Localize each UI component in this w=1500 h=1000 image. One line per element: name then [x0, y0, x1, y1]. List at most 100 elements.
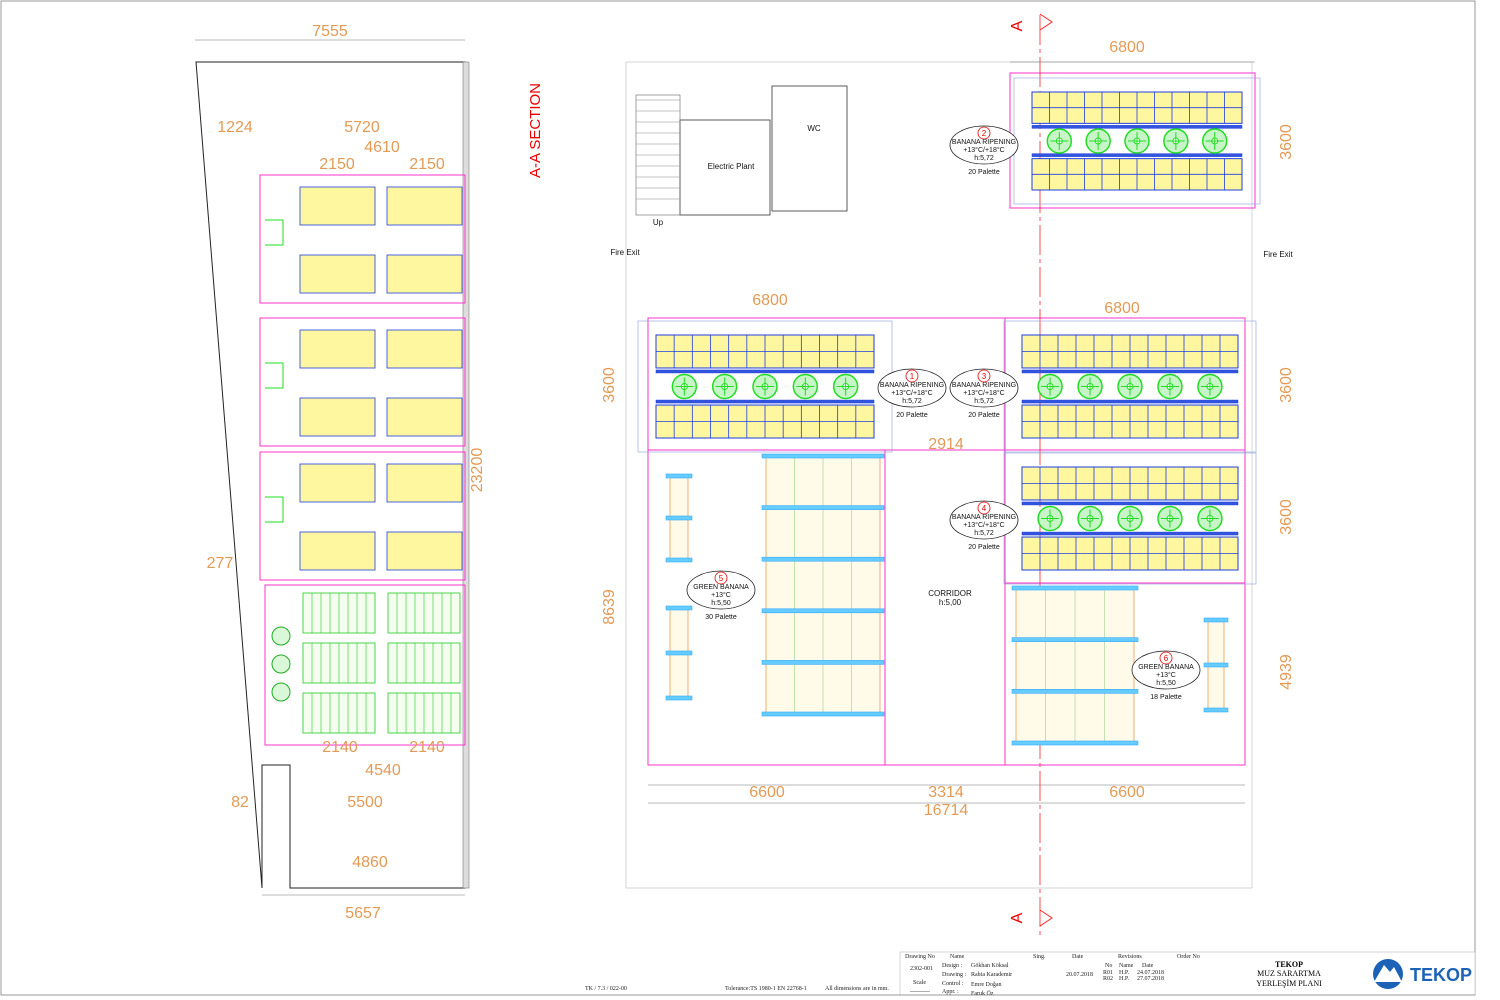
drawing-label: Drawing :: [942, 972, 966, 978]
room-capacity: 20 Palette: [968, 544, 1000, 551]
fan-icon: [271, 682, 291, 702]
corridor-height: h:5,00: [939, 598, 962, 607]
room-no: 1: [910, 372, 915, 381]
cold-store-wall: [647, 317, 1246, 766]
rack-beam: [1031, 153, 1243, 157]
design-label: Design :: [942, 963, 962, 969]
rack-beam: [1021, 501, 1239, 506]
date-label: Date: [1072, 954, 1084, 960]
room-temp: +13°C: [711, 591, 731, 599]
ripening-room-4: [1003, 452, 1257, 585]
section-dimension: 5500: [347, 794, 383, 811]
section-pallet: [386, 186, 463, 226]
rack-beam: [761, 556, 885, 562]
room-capacity: 20 Palette: [896, 412, 928, 419]
rack-beam: [665, 515, 693, 521]
rev-no: R02: [1103, 976, 1113, 982]
control-label: Control :: [942, 981, 964, 987]
project-title-2: YERLEŞİM PLANI: [1256, 979, 1322, 988]
section-title: A-A SECTION: [527, 83, 544, 178]
room-temp: +13°C/+18°C: [963, 521, 1004, 529]
corridor-label: CORRIDOR: [928, 589, 972, 598]
rack-beam: [1031, 125, 1243, 129]
drawing-date: 20.07.2018: [1066, 972, 1093, 978]
approval-label: Appr. :: [942, 989, 959, 995]
ripening-room-2: [1013, 77, 1261, 205]
section-dimension: 2150: [319, 156, 355, 173]
rack-small: [665, 605, 693, 701]
rack-beam: [1011, 740, 1139, 746]
plan-dimension: 8639: [601, 589, 618, 625]
section-dimension: 2150: [409, 156, 445, 173]
section-dimension: 2140: [409, 739, 445, 756]
rev-header-date: Date: [1142, 963, 1154, 969]
room-no: 6: [1164, 654, 1169, 663]
section-arrow-icon: [1039, 909, 1053, 927]
section-room: [259, 317, 466, 447]
rev-header-no: No: [1105, 963, 1112, 969]
section-pallet: [299, 397, 376, 437]
rev-no: R01: [1103, 970, 1113, 976]
designer: Gökhan Köksal: [971, 963, 1009, 969]
evaporator-icon: [265, 362, 284, 389]
wc-room: [771, 85, 848, 212]
drafter: Rabia Karademir: [971, 972, 1012, 978]
fan-icon: [271, 654, 291, 674]
room-number-circle: [977, 501, 991, 515]
tolerance-note: Tolerance:TS 1980-1 EN 22768-1: [725, 986, 807, 992]
room-height: h:5,50: [1156, 680, 1176, 687]
plan-dimension: 16714: [924, 802, 969, 819]
electric-plant-label: Electric Plant: [708, 162, 755, 171]
room-height: h:5,72: [974, 530, 994, 537]
ripening-room-1: [637, 320, 893, 453]
plan-dimension: 3600: [1278, 499, 1295, 535]
plan-dimension: 2914: [928, 436, 964, 453]
rev-name: H.P.: [1119, 970, 1130, 976]
rev-date: 27.07.2018: [1137, 976, 1164, 982]
fire-exit-right-label: Fire Exit: [1263, 250, 1293, 259]
evaporator-icon: [265, 219, 284, 246]
room-height: h:5,72: [902, 398, 922, 405]
section-pallet: [386, 254, 463, 294]
units-note: All dimensions are in mm.: [825, 986, 889, 992]
plan-dimension: 3314: [928, 784, 964, 801]
controller: Emre Doğan: [971, 981, 1002, 988]
rack-beam: [1011, 585, 1139, 591]
rack-beam: [655, 399, 875, 404]
room-no: 3: [982, 372, 987, 381]
section-arrow-icon: [1039, 13, 1053, 31]
rev-date: 24.07.2018: [1137, 970, 1164, 976]
section-dimension: 277: [207, 555, 234, 572]
drawing-no: 2302-001: [910, 966, 933, 972]
plan-dimension: 3600: [1278, 124, 1295, 160]
rack-beam: [1021, 399, 1239, 404]
section-pallet: [299, 186, 376, 226]
rack-beam: [1203, 662, 1229, 668]
doc-code: TK / 7.3 / 022-00: [585, 986, 627, 992]
rack-beam: [665, 650, 693, 656]
rack-beam: [1011, 689, 1139, 694]
rack-beam: [665, 695, 693, 701]
company-name: TEKOP: [1275, 960, 1303, 969]
room-tag-ellipse: [686, 570, 756, 610]
tekop-logo: TEKOP: [1373, 959, 1472, 989]
ground-hatch: [462, 61, 470, 889]
section-marker-top: A: [1009, 20, 1026, 31]
section-room: [259, 451, 466, 581]
plan-dimension: 6600: [749, 784, 785, 801]
plan-dimension: 3600: [1278, 367, 1295, 403]
plan-dimension: 6800: [1109, 39, 1145, 56]
section-dimension: 7555: [312, 23, 348, 40]
plan-dimension: 4939: [1278, 654, 1295, 690]
drawing-no-label: Drawing No: [905, 954, 935, 960]
project-title-1: MUZ SARARTMA: [1257, 969, 1321, 978]
section-green-room: [264, 584, 466, 746]
section-view: [195, 61, 470, 889]
rack-beam: [761, 505, 885, 510]
section-pallet: [386, 397, 463, 437]
room-name: GREEN BANANA: [693, 584, 749, 591]
wc-label: WC: [807, 124, 821, 133]
section-dimension: 4860: [352, 854, 388, 871]
